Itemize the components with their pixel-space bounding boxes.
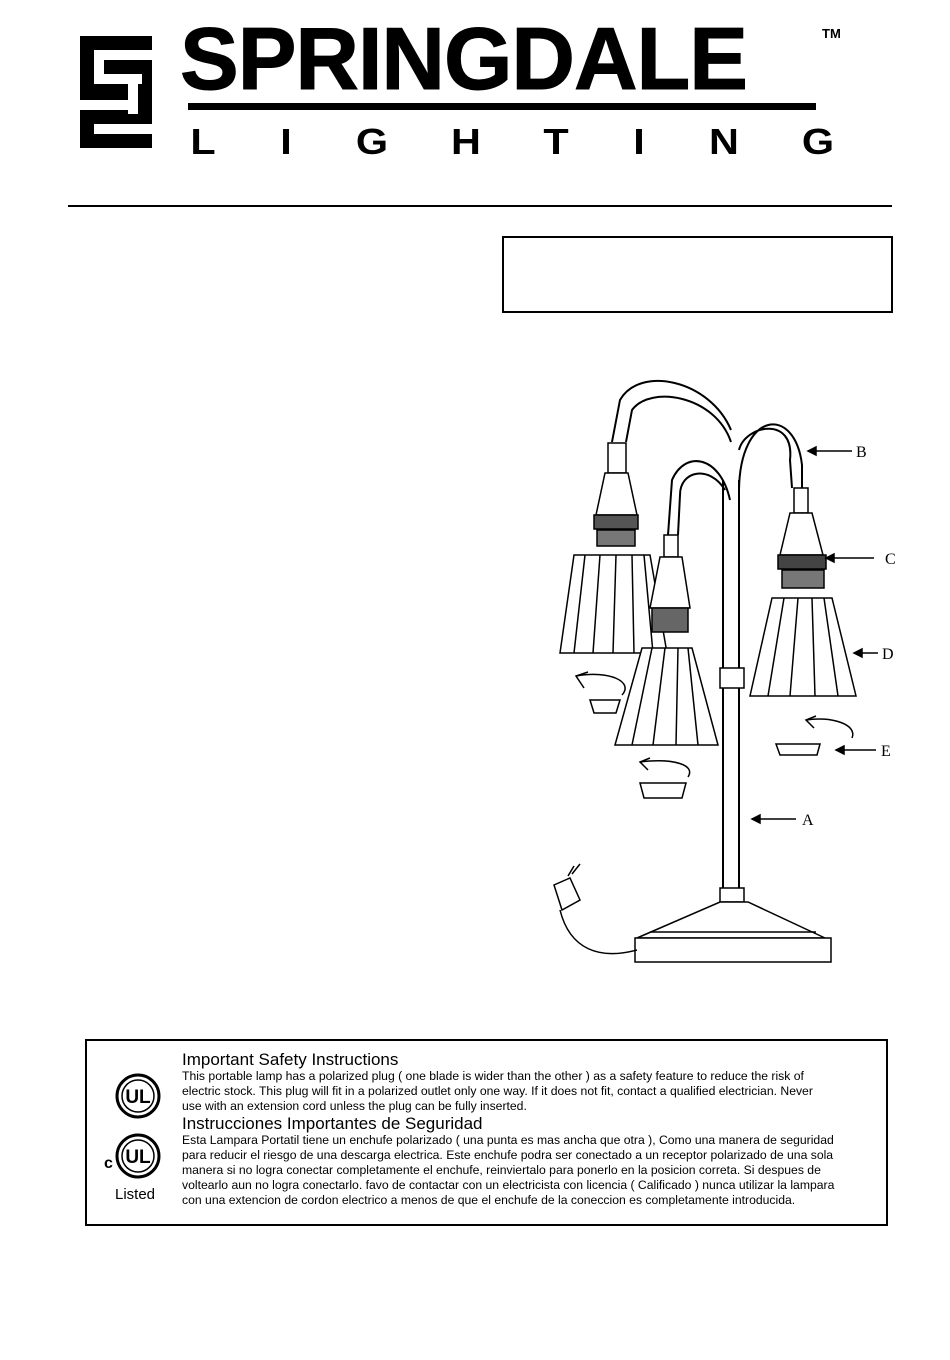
subtitle-letter: H xyxy=(450,121,481,162)
callout-e: E xyxy=(881,743,891,760)
ul-mark-icon: UL xyxy=(115,1073,161,1119)
brand-subtitle: L I G H T I N G xyxy=(190,121,835,162)
safety-text: Important Safety Instructions This porta… xyxy=(182,1050,882,1208)
lamp-cord xyxy=(559,909,638,955)
callout-c: C xyxy=(885,551,896,568)
trademark: TM xyxy=(822,26,841,41)
lamp-head-right xyxy=(749,487,857,697)
brand-name: SPRINGDALE xyxy=(180,9,749,108)
subtitle-letter: L xyxy=(190,121,216,162)
springdale-logo-mark xyxy=(80,36,152,148)
cul-mark-text: UL xyxy=(125,1147,151,1168)
ul-listed-logos: UL UL c xyxy=(104,1073,161,1179)
cul-mark-icon: UL c xyxy=(104,1133,161,1179)
lamp-arm-middle xyxy=(667,460,731,536)
subtitle-letter: G xyxy=(355,121,388,162)
safety-heading-spanish: Instrucciones Importantes de Seguridad xyxy=(182,1114,483,1133)
header-divider xyxy=(68,205,892,207)
safety-body-line: voltearlo aun no logra conectarlo. favo … xyxy=(182,1178,835,1192)
safety-body-line: This portable lamp has a polarized plug … xyxy=(182,1069,804,1083)
callout-b: B xyxy=(856,444,867,461)
safety-body-line: con una extencion de cordon electrico a … xyxy=(182,1193,796,1207)
safety-body-line: use with an extension cord unless the pl… xyxy=(182,1099,527,1113)
subtitle-letter: I xyxy=(280,121,292,162)
safety-body-line: electric stock. This plug will fit in a … xyxy=(182,1084,813,1098)
callout-a: A xyxy=(802,812,814,829)
lamp-assembly-diagram: B C D E A xyxy=(553,379,896,963)
rotation-arrows xyxy=(574,671,854,778)
model-number-box xyxy=(502,236,893,313)
lamp-head-left xyxy=(559,442,668,654)
lamp-head-middle xyxy=(614,534,719,746)
lamp-arm-left xyxy=(611,379,732,443)
lamp-plug xyxy=(553,863,581,912)
subtitle-letter: N xyxy=(709,121,740,162)
pole-collar xyxy=(719,667,745,689)
listed-label: Listed xyxy=(115,1186,156,1203)
ul-mark-text: UL xyxy=(125,1087,151,1108)
lamp-arm-right xyxy=(738,423,803,491)
subtitle-letter: I xyxy=(633,121,646,162)
safety-instructions-box xyxy=(85,1039,888,1226)
safety-body-line: Esta Lampara Portatil tiene un enchufe p… xyxy=(182,1133,834,1147)
finials xyxy=(588,699,821,799)
lamp-base xyxy=(634,901,832,963)
brand-underline xyxy=(188,103,816,110)
cul-c-prefix: c xyxy=(104,1155,113,1172)
callout-d: D xyxy=(882,646,894,663)
safety-heading-english: Important Safety Instructions xyxy=(182,1050,399,1069)
pole-collar xyxy=(719,887,745,903)
safety-body-line: para reducir el riesgo de una descarga e… xyxy=(182,1148,834,1162)
subtitle-letter: G xyxy=(801,121,835,162)
safety-body-line: manera si no logra conectar completament… xyxy=(182,1163,821,1177)
callout-arrows xyxy=(750,445,878,825)
subtitle-letter: T xyxy=(543,121,570,162)
